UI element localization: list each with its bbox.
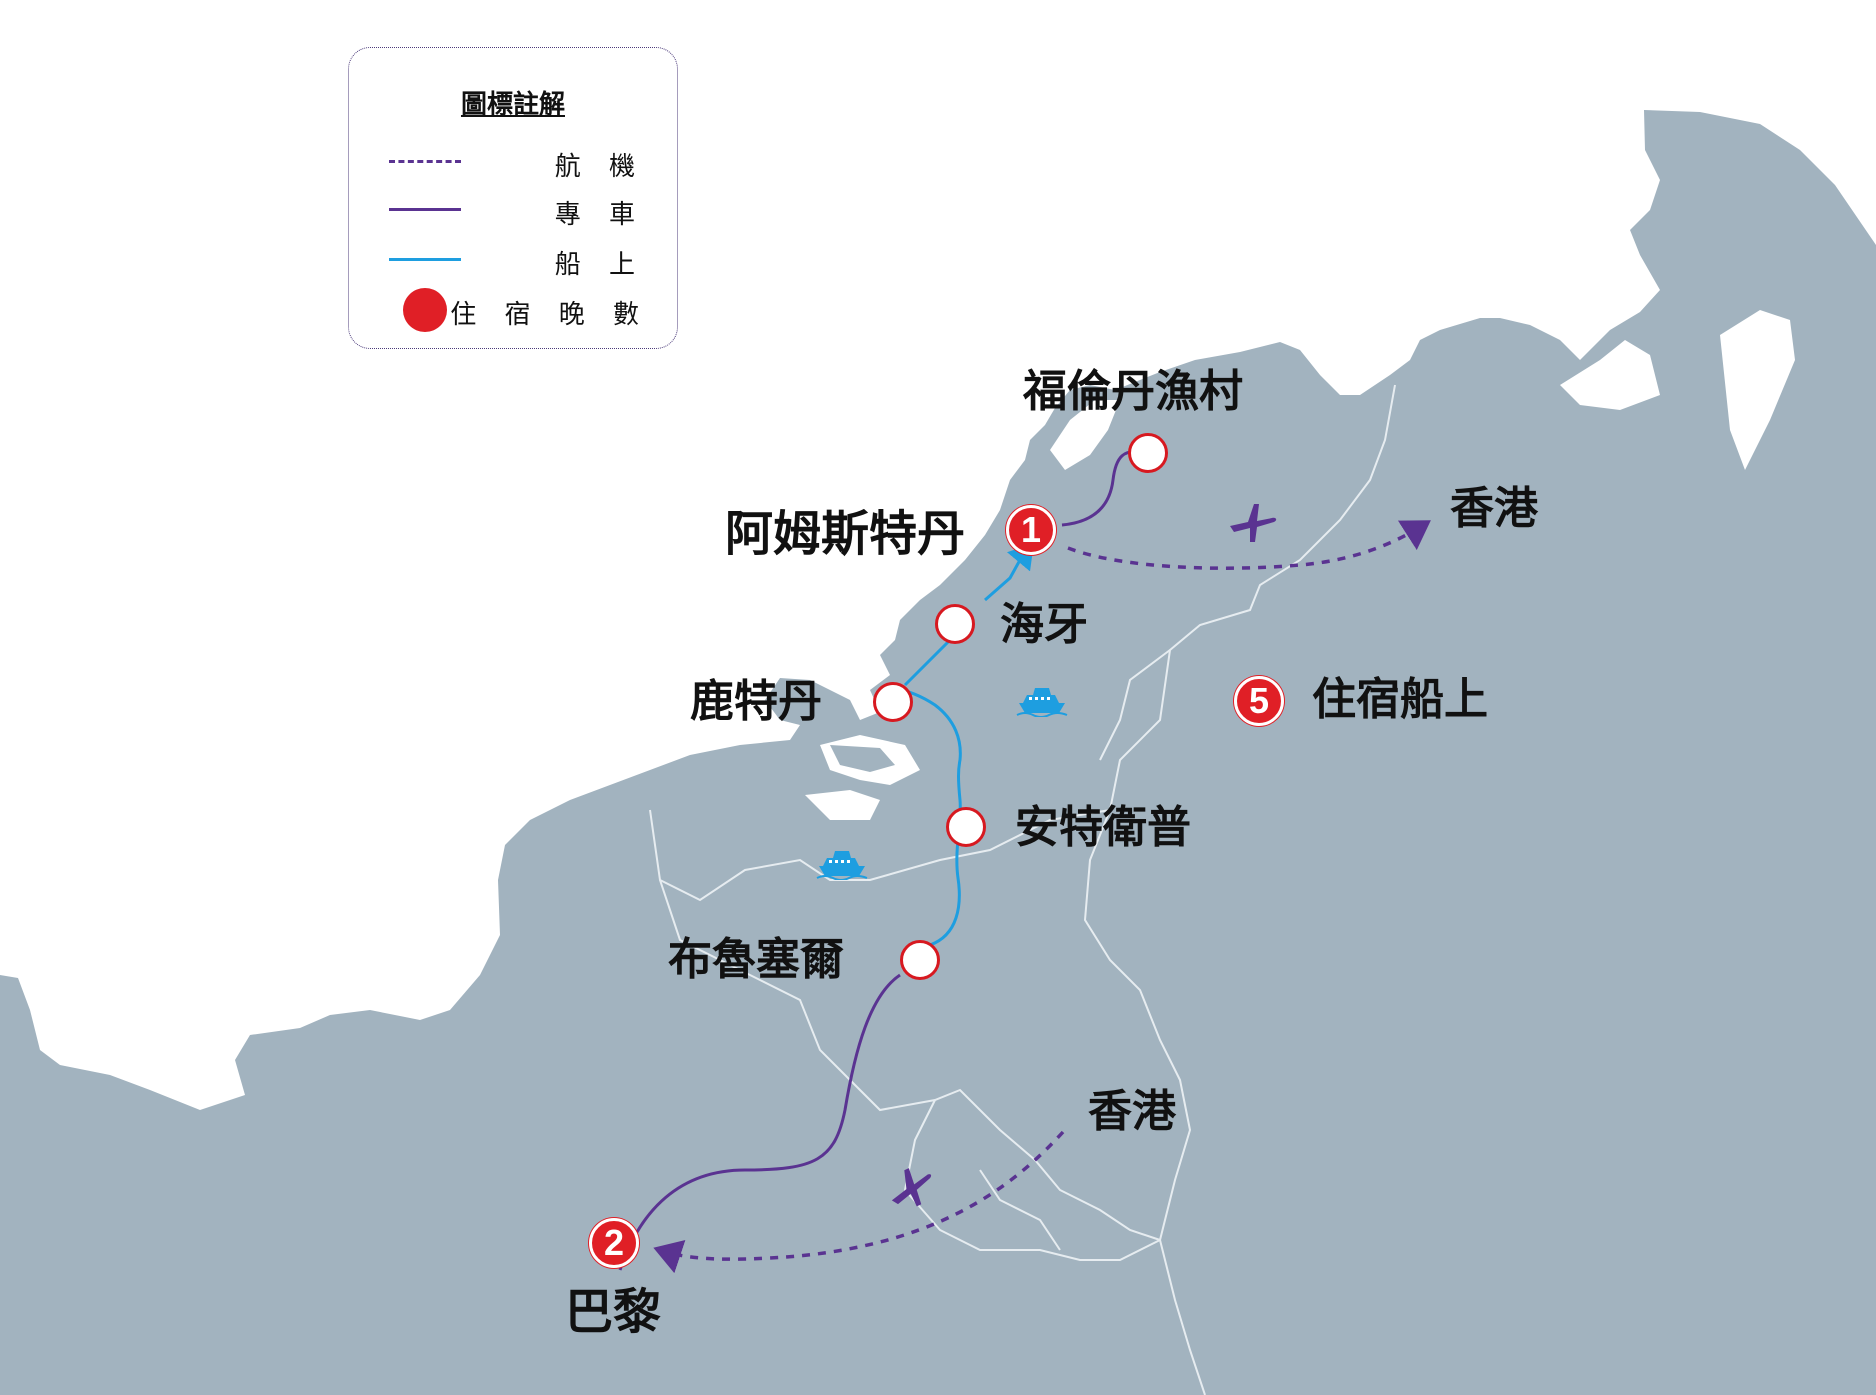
night-marker-paris: 2 bbox=[589, 1218, 639, 1268]
legend-swatch-solid-purple bbox=[389, 208, 461, 211]
stop-marker-rotterdam bbox=[873, 682, 913, 722]
label-hongkong-east: 香港 bbox=[1450, 483, 1538, 534]
land-mass bbox=[0, 110, 1876, 1395]
legend-title: 圖標註解 bbox=[460, 90, 565, 120]
legend-item-flight: 航 機 bbox=[349, 142, 677, 182]
label-volendam: 福倫丹漁村 bbox=[1023, 366, 1243, 417]
airplane-icon bbox=[1230, 504, 1277, 542]
label-paris: 巴黎 bbox=[565, 1284, 662, 1340]
coach-route-paris bbox=[618, 973, 901, 1271]
night-marker-onboard: 5 bbox=[1234, 676, 1284, 726]
legend-swatch-dashed bbox=[389, 160, 461, 163]
legend-item-cruise: 船 上 bbox=[349, 240, 677, 280]
stop-marker-brussels bbox=[900, 940, 940, 980]
label-amsterdam: 阿姆斯特丹 bbox=[725, 506, 966, 562]
label-onboard: 住宿船上 bbox=[1312, 674, 1488, 725]
flight-route-hongkong bbox=[1067, 520, 1431, 570]
label-brussels: 布魯塞爾 bbox=[668, 934, 844, 985]
label-rotterdam: 鹿特丹 bbox=[690, 676, 822, 727]
legend-item-coach: 專 車 bbox=[349, 190, 677, 230]
label-antwerp: 安特衛普 bbox=[1015, 802, 1191, 853]
map-legend: 圖標註解 航 機 專 車 船 上 住 宿 晚 數 bbox=[348, 47, 678, 349]
airplane-icon bbox=[891, 1168, 932, 1207]
legend-label: 住 宿 晚 數 bbox=[450, 300, 649, 330]
stop-marker-hague bbox=[935, 604, 975, 644]
coach-route-volendam bbox=[1061, 450, 1141, 527]
legend-item-nights: 住 宿 晚 數 bbox=[349, 288, 677, 332]
stop-marker-volendam bbox=[1128, 433, 1168, 473]
flight-route-paris bbox=[653, 1130, 1065, 1274]
night-marker-amsterdam: 1 bbox=[1006, 505, 1056, 555]
label-hongkong-south: 香港 bbox=[1088, 1086, 1176, 1137]
cruise-ship-icon bbox=[816, 851, 868, 880]
legend-label: 專 車 bbox=[554, 200, 645, 230]
legend-swatch-solid-blue bbox=[389, 258, 461, 261]
legend-swatch-red-dot bbox=[403, 288, 447, 332]
legend-label: 航 機 bbox=[554, 152, 645, 182]
stop-marker-antwerp bbox=[946, 807, 986, 847]
cruise-ship-icon bbox=[1016, 688, 1068, 717]
legend-label: 船 上 bbox=[554, 250, 645, 280]
label-hague: 海牙 bbox=[1000, 599, 1088, 650]
